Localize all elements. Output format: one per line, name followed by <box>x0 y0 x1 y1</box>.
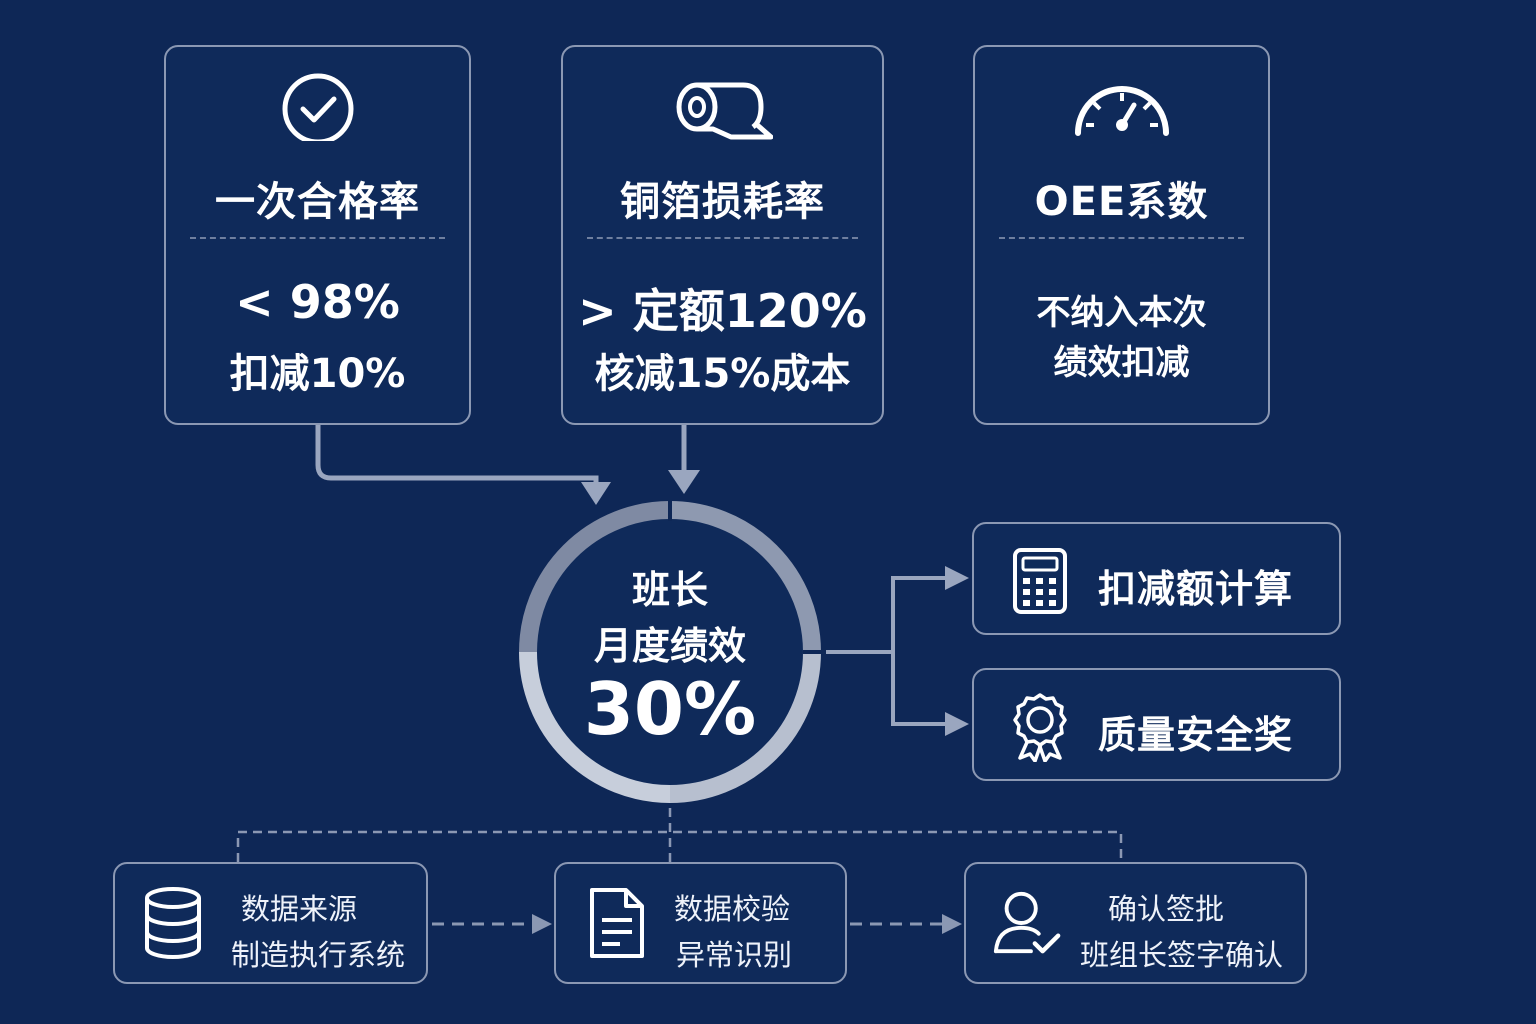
action-card-quality-safety-award: 质量安全奖 <box>972 668 1341 781</box>
process-title: 数据来源 <box>241 892 358 926</box>
center-performance-ring <box>519 499 825 803</box>
card-divider <box>587 237 858 239</box>
process-detail: 班组长签字确认 <box>1080 938 1284 972</box>
metric-note-line2: 绩效扣减 <box>1053 343 1190 383</box>
metric-penalty: 核减15%成本 <box>594 351 851 397</box>
center-label: 班长 月度绩效 30% <box>515 497 825 807</box>
action-label: 扣减额计算 <box>1098 567 1294 611</box>
metric-card-oee: OEE系数 不纳入本次 绩效扣减 <box>973 45 1270 425</box>
process-card-approval: 确认签批 班组长签字确认 <box>964 862 1307 984</box>
process-title: 数据校验 <box>674 892 791 926</box>
center-value: 30% <box>583 667 757 751</box>
award-ribbon-icon <box>1013 693 1067 762</box>
metric-threshold: < 98% <box>235 275 400 329</box>
action-label: 质量安全奖 <box>1098 713 1294 757</box>
connector-center-to-actions <box>826 576 948 726</box>
center-title: 月度绩效 <box>593 624 746 668</box>
process-title: 确认签批 <box>1108 892 1225 926</box>
calculator-icon <box>1013 548 1067 614</box>
arrowhead-quality <box>581 482 611 505</box>
database-icon <box>145 887 201 959</box>
metric-card-copper-foil-loss: 铜箔损耗率 > 定额120% 核减15%成本 <box>561 45 884 425</box>
gauge-icon <box>1074 86 1169 136</box>
arrowhead-award <box>945 712 969 736</box>
process-detail: 异常识别 <box>676 938 793 972</box>
foil-roll-icon <box>676 82 773 140</box>
document-icon <box>590 888 644 958</box>
metric-title: 一次合格率 <box>215 179 420 225</box>
process-detail: 制造执行系统 <box>231 938 406 972</box>
dashed-arrowhead-1 <box>532 914 552 934</box>
card-divider <box>999 237 1244 239</box>
center-role: 班长 <box>631 568 708 612</box>
dashed-arrowhead-2 <box>942 914 962 934</box>
metric-threshold: > 定额120% <box>578 284 867 338</box>
metric-penalty: 扣减10% <box>229 351 406 397</box>
user-check-icon <box>993 891 1061 954</box>
card-divider <box>190 237 445 239</box>
metric-title: OEE系数 <box>1034 179 1209 225</box>
connector-quality-to-center <box>315 425 599 498</box>
dashed-bracket <box>236 808 1123 862</box>
metric-card-first-pass-yield: 一次合格率 < 98% 扣减10% <box>164 45 471 425</box>
process-card-data-validation: 数据校验 异常识别 <box>554 862 847 984</box>
check-circle-icon <box>282 73 353 141</box>
metric-title: 铜箔损耗率 <box>620 179 825 225</box>
arrowhead-calc <box>945 566 969 590</box>
arrowhead-loss <box>668 470 700 494</box>
metric-note-line1: 不纳入本次 <box>1036 293 1207 333</box>
action-card-deduction-calc: 扣减额计算 <box>972 522 1341 635</box>
process-card-data-source: 数据来源 制造执行系统 <box>113 862 428 984</box>
